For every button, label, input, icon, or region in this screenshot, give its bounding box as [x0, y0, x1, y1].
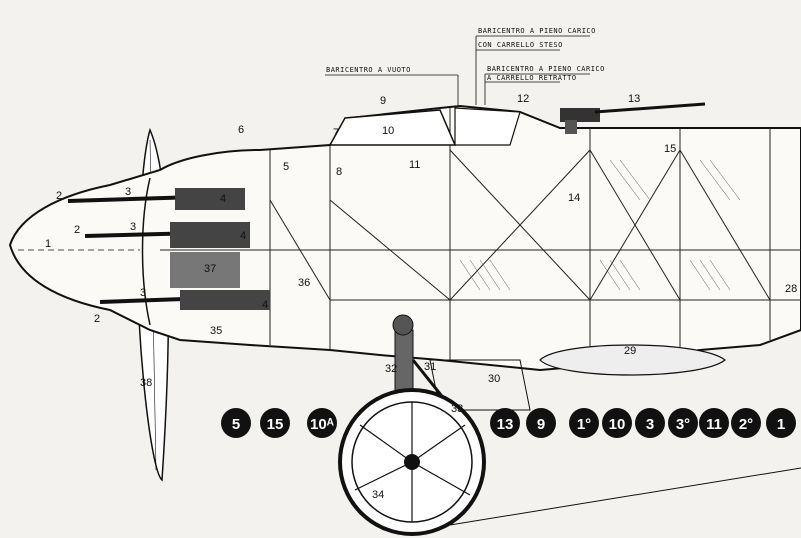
- station-badge: 3°: [668, 408, 698, 438]
- station-badge: 11: [699, 408, 729, 438]
- station-badge: 3: [635, 408, 665, 438]
- station-badge-label: 3: [646, 416, 654, 433]
- callout-2: 2: [56, 190, 62, 202]
- station-badge-label: 10: [609, 416, 626, 433]
- station-badge: 1°: [569, 408, 599, 438]
- callout-2: 2: [74, 224, 80, 236]
- callout-4: 4: [220, 193, 226, 205]
- station-badge-label: 15: [267, 416, 284, 433]
- station-badge: 13: [490, 408, 520, 438]
- callout-3: 3: [125, 186, 131, 198]
- callout-4: 4: [240, 230, 246, 242]
- callout-10: 10: [382, 125, 394, 137]
- station-badge-label: 5: [232, 416, 240, 433]
- station-badge-label: 10ᴬ: [310, 416, 335, 433]
- callout-8: 8: [336, 166, 342, 178]
- nose-guns: [67, 188, 271, 310]
- station-badges: 5 15 10ᴬ 13 9 1° 10 3 3° 11 2° 1: [221, 408, 796, 438]
- cg-gear-down-label-2: CON CARRELLO STESO: [478, 41, 563, 49]
- callout-12: 12: [517, 93, 529, 105]
- callout-38: 38: [140, 377, 152, 389]
- callout-31: 31: [424, 361, 436, 373]
- cg-gear-up-label-1: BARICENTRO A PIENO CARICO: [487, 65, 605, 73]
- callout-9: 9: [380, 95, 386, 107]
- belly-tank: [539, 344, 726, 376]
- callout-7: 7: [333, 127, 339, 139]
- callout-5: 5: [283, 161, 289, 173]
- callout-4: 4: [262, 299, 268, 311]
- rear-canopy: [454, 107, 521, 146]
- station-badge-label: 3°: [676, 416, 690, 433]
- cg-gear-down-label-1: BARICENTRO A PIENO CARICO: [478, 27, 596, 35]
- station-badge: 9: [526, 408, 556, 438]
- station-badge-label: 1°: [577, 416, 591, 433]
- callout-34: 34: [372, 489, 384, 501]
- cg-gear-up-label-2: A CARRELLO RETRATTO: [487, 74, 577, 82]
- callout-37: 37: [204, 263, 216, 275]
- dorsal-machine-gun: [560, 102, 706, 134]
- station-badge-label: 13: [497, 416, 514, 433]
- callout-29: 29: [624, 345, 636, 357]
- station-badge: 10ᴬ: [307, 408, 337, 438]
- callout-11: 11: [409, 159, 420, 171]
- main-wheel: [338, 388, 486, 536]
- callout-numbers: 1 2 2 2 3 3 3 4 4 4 5 6 7 8 9 10 11 12 1…: [45, 93, 797, 501]
- callout-14: 14: [568, 192, 580, 204]
- station-badge: 15: [260, 408, 290, 438]
- station-badge-label: 2°: [739, 416, 753, 433]
- callout-32: 32: [385, 363, 397, 375]
- callout-3: 3: [140, 287, 146, 299]
- station-badge: 2°: [731, 408, 761, 438]
- callout-36: 36: [298, 277, 310, 289]
- callout-13: 13: [628, 93, 640, 105]
- callout-33: 33: [451, 403, 463, 415]
- callout-6: 6: [238, 124, 244, 136]
- station-badge-label: 9: [537, 416, 545, 433]
- station-badge-label: 11: [706, 416, 722, 433]
- callout-2: 2: [94, 313, 100, 325]
- station-badge-label: 1: [777, 416, 785, 433]
- callout-35: 35: [210, 325, 222, 337]
- callout-1: 1: [45, 238, 51, 250]
- station-badge: 5: [221, 408, 251, 438]
- cg-empty-label: BARICENTRO A VUOTO: [326, 66, 411, 74]
- callout-28: 28: [785, 283, 797, 295]
- ground-line: [449, 467, 801, 526]
- callout-3: 3: [130, 221, 136, 233]
- callout-15: 15: [664, 143, 676, 155]
- station-badge: 1: [766, 408, 796, 438]
- cg-reference-lines: [325, 35, 590, 105]
- cockpit-canopy: [328, 109, 457, 146]
- station-badge: 10: [602, 408, 632, 438]
- callout-30: 30: [488, 373, 500, 385]
